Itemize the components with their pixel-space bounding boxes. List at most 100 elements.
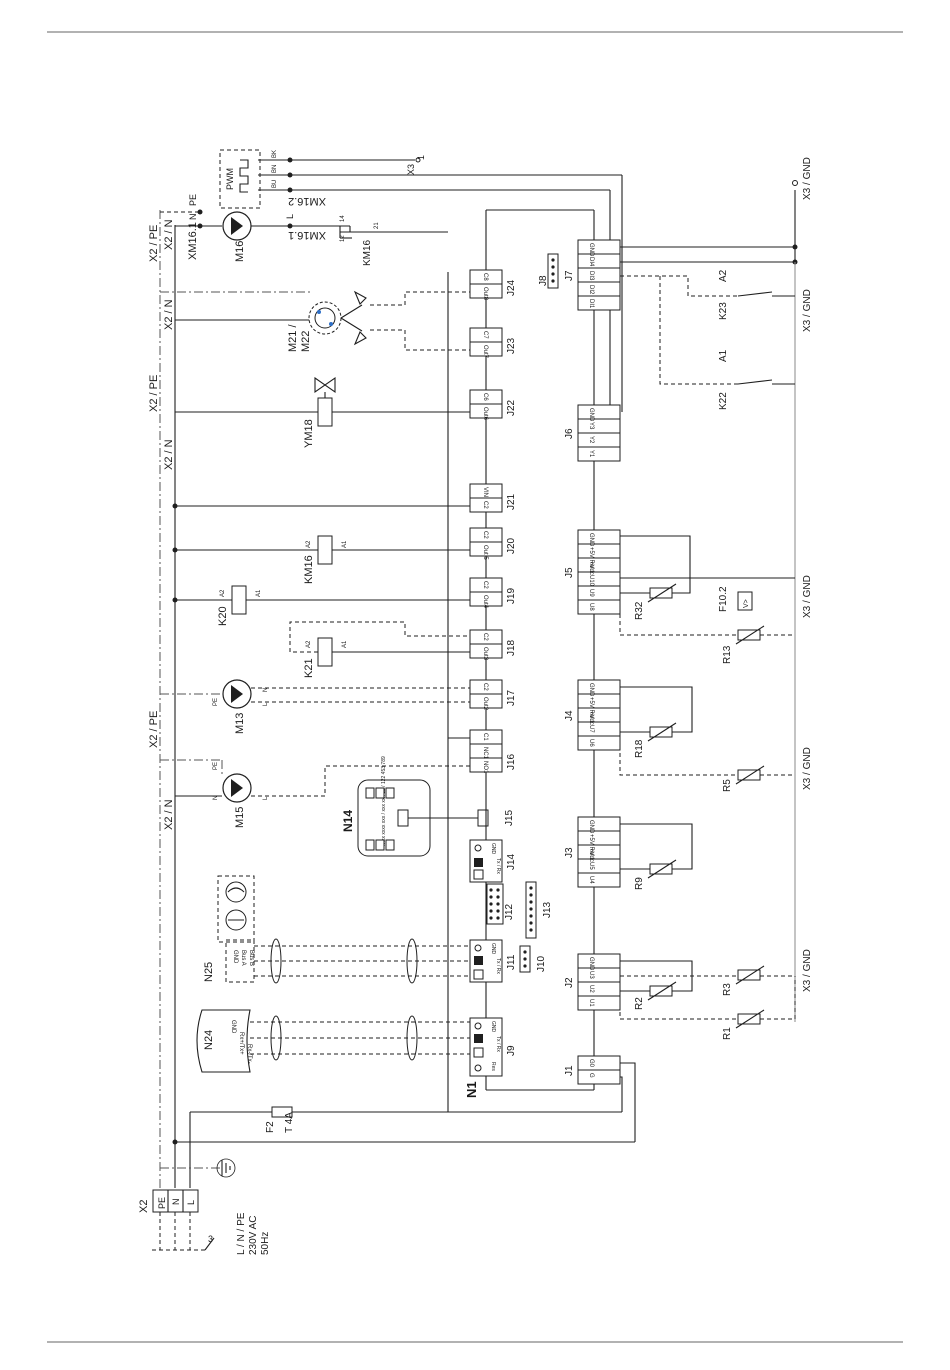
pin-label: GND — [588, 533, 594, 547]
pin-label: C2 — [482, 633, 488, 641]
terminal-x2-label: X2 — [138, 1200, 150, 1213]
x3-gnd-label-1: X3 / GND — [802, 157, 813, 200]
connector-label: J23 — [506, 337, 517, 354]
pump-m13-icon — [222, 679, 252, 709]
contactor-km16-top — [339, 226, 448, 239]
m13-label: M13 — [234, 713, 246, 734]
x3-label: X3 — [406, 164, 416, 175]
n25-label: N25 — [203, 962, 215, 982]
m13-pe: PE — [213, 698, 219, 706]
pin-label: C2 — [482, 531, 488, 539]
pin-label: U8 — [588, 603, 594, 611]
pin-label: U7 — [588, 725, 594, 733]
pin-label: +Vdc — [588, 561, 594, 575]
r9-label: R9 — [634, 877, 645, 890]
km16-pin21: 21 — [374, 222, 380, 229]
fuse-f2-label: F2 — [265, 1121, 276, 1133]
pin-label: Y2 — [588, 436, 594, 444]
r13-label: R13 — [722, 645, 733, 664]
r3-label: R3 — [722, 983, 733, 996]
m21-wire-out7 — [370, 329, 472, 351]
pin-label: +Vdc — [588, 848, 594, 862]
n25-bus-a: Bus A — [240, 950, 246, 966]
x3-pin1: 1 — [416, 155, 426, 160]
m16-n-label: N — [188, 214, 198, 221]
pin-label: Out 5 — [482, 545, 488, 560]
rail-label-pe-1: X2 / PE — [148, 225, 160, 262]
pin-label: C7 — [482, 331, 488, 339]
sensor-r1-icon — [735, 1009, 765, 1029]
sensor-r13-icon — [735, 625, 765, 645]
x3-gnd-label-2: X3 / GND — [802, 289, 813, 332]
pin-label: Out8 — [482, 287, 488, 301]
k22-contact — [737, 379, 795, 385]
xm162-pin-3 — [287, 187, 293, 193]
k20-coil — [231, 585, 247, 615]
earth-icon — [216, 1158, 236, 1178]
connector-label: J3 — [564, 847, 575, 858]
km16-pin12: 12 — [340, 235, 346, 242]
rail-label-n-3: X2 / N — [163, 439, 175, 470]
m13-n: N — [263, 688, 269, 692]
pin-label: Y1 — [588, 450, 594, 458]
ym18-coil — [317, 397, 333, 427]
r32-wires — [620, 535, 691, 594]
k21-coil — [317, 637, 333, 667]
j11-label: J11 — [506, 954, 517, 970]
k21-label: K21 — [303, 658, 315, 678]
connector-label: J5 — [564, 567, 575, 578]
connector-j11 — [469, 939, 503, 983]
display-n14-btn-2 — [375, 787, 385, 799]
pin-label: NO1 — [482, 761, 488, 774]
pin-label: Out7 — [482, 345, 488, 359]
n24-shield-2 — [406, 1015, 418, 1061]
r32-label: R32 — [634, 601, 645, 620]
terminal-x2-n: N — [171, 1199, 181, 1206]
xm161-tag: XM16.1 — [288, 229, 326, 241]
pin-label: DI1 — [588, 299, 594, 309]
pin-label: NC1 — [482, 747, 488, 760]
pin-label: C2 — [482, 581, 488, 589]
pin-label: Out4 — [482, 595, 488, 609]
j9-gnd: GND — [490, 1021, 496, 1033]
connector-label: J1 — [564, 1065, 575, 1076]
jumper-j13 — [525, 881, 537, 939]
cable-marker — [204, 1237, 215, 1251]
a1-label: A1 — [718, 349, 729, 362]
terminal-x2-l: L — [186, 1200, 196, 1205]
f102-label: F10.2 — [718, 586, 729, 612]
x3-gnd-terminal — [792, 180, 798, 186]
display-n14-btn-4 — [365, 839, 375, 851]
r18-label: R18 — [634, 739, 645, 758]
rail-label-n-4: X2 / N — [163, 799, 175, 830]
k22-label: K22 — [718, 392, 729, 410]
m15-n: N — [213, 796, 219, 800]
m21-label-a: M21 / — [287, 324, 299, 352]
connector-label: J2 — [564, 977, 575, 988]
pin-label: Out6 — [482, 407, 488, 421]
pin-label: C8 — [482, 273, 488, 281]
sensor-r32-icon — [647, 583, 677, 603]
r13-wires — [619, 607, 795, 636]
n24-rxtx-minus: Rx-/Tx- — [246, 1044, 252, 1064]
sensor-r9-icon — [647, 859, 677, 879]
ym18-label: YM18 — [303, 419, 315, 448]
rail-label-n-2: X2 / N — [163, 299, 175, 330]
connector-j14 — [469, 839, 503, 883]
n25-gnd: GND — [232, 950, 238, 964]
k23-wire — [620, 275, 738, 297]
r1-wires — [619, 976, 796, 1020]
k23-contact — [737, 291, 795, 297]
km16-top-label: KM16 — [362, 239, 373, 266]
n24-rxtx-plus: Rx+/Tx+ — [238, 1032, 244, 1055]
j11-txrx: Tx / Rx — [495, 958, 501, 974]
pin-label: U10 — [588, 575, 594, 587]
